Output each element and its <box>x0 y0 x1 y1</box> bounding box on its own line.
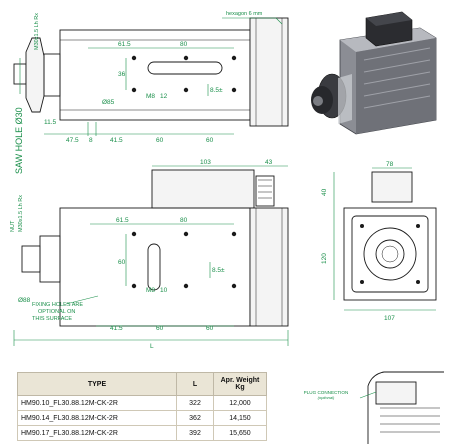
cell-type: HM90.10_FL30.88.12M-CK-2R <box>17 395 177 411</box>
end-frame-outer <box>343 207 437 301</box>
depth-label-side: 10 <box>160 287 168 294</box>
fixing-note-line-1: FIXING HOLES ARE <box>32 302 83 308</box>
dim-8-top: 8 <box>89 137 93 144</box>
connector-end <box>371 171 413 203</box>
nut-body <box>43 53 61 97</box>
dim-80-mid: 80 <box>180 217 188 224</box>
cable-gland <box>255 175 275 207</box>
plug-connection-sketch <box>359 371 444 444</box>
end-frame-inner <box>351 215 429 293</box>
m8-label-side: M8 <box>146 287 155 294</box>
dim-61-5-mid: 61.5 <box>116 217 129 224</box>
dim-60a-top: 60 <box>156 137 164 144</box>
saw-hole-label: SAW HOLE Ø30 <box>14 107 24 174</box>
thread-label-side: M30x1.5 Lh Rx <box>18 195 24 232</box>
cell-l: 322 <box>176 395 214 411</box>
slot-side <box>147 243 161 291</box>
dim-8-5-top: 8.5± <box>210 87 223 94</box>
overall-length-label: L <box>150 343 154 350</box>
connector-box <box>151 169 255 209</box>
m8-label-top: M8 <box>146 93 155 100</box>
nut-side <box>21 245 41 273</box>
diameter-88-label: Ø88 <box>18 297 31 304</box>
cell-weight: 14,150 <box>213 410 267 426</box>
col-type-header: TYPE <box>17 372 177 396</box>
plug-optional-text: (optional) <box>317 394 335 400</box>
spindle-3d-render <box>311 11 437 135</box>
spindle-body-top <box>59 29 251 121</box>
diameter-85-label: Ø85 <box>102 99 115 106</box>
plug-connection-text: PLUG CONNECTION <box>303 390 349 395</box>
fixing-note-line-3: THIS SURFACE <box>32 316 72 322</box>
cell-l: 392 <box>176 425 214 441</box>
dim-11-5-top: 11.5 <box>44 119 57 126</box>
cell-type: HM90.17_FL30.88.12M-CK-2R <box>17 425 177 441</box>
plug-connection-label: PLUG CONNECTION (optional) <box>292 390 360 400</box>
dim-78: 78 <box>386 161 394 168</box>
dim-60b-mid: 60 <box>206 325 214 332</box>
dim-60a-mid: 60 <box>156 325 164 332</box>
depth-label-top: 12 <box>160 93 168 100</box>
dim-40: 40 <box>321 188 328 196</box>
table-row: HM90.17_FL30.88.12M-CK-2R 392 15,650 <box>17 425 267 441</box>
table-row: HM90.10_FL30.88.12M-CK-2R 322 12,000 <box>17 395 267 411</box>
nose-side <box>39 235 61 283</box>
table-header-row: TYPE L Apr. Weight Kg <box>17 372 267 396</box>
rear-section-side <box>249 207 289 327</box>
thread-label-top: M30x1.5 Lh Rx <box>34 13 40 50</box>
dim-61-5-top: 61.5 <box>118 41 131 48</box>
dim-80-top: 80 <box>180 41 188 48</box>
cell-weight: 12,000 <box>213 395 267 411</box>
side-view <box>13 165 289 346</box>
end-bore-outer <box>363 227 417 281</box>
fixing-note-line-2: OPTIONAL ON <box>38 309 75 315</box>
dim-120: 120 <box>321 253 328 264</box>
dim-43: 43 <box>265 159 273 166</box>
dim-41-5-top: 41.5 <box>110 137 123 144</box>
nut-label: NUT <box>10 220 16 232</box>
dim-60b-top: 60 <box>206 137 214 144</box>
dim-47-5-top: 47.5 <box>66 137 79 144</box>
dim-60-vertical: 60 <box>118 259 126 266</box>
dim-103: 103 <box>200 159 211 166</box>
models-table: TYPE L Apr. Weight Kg HM90.10_FL30.88.12… <box>17 372 267 441</box>
plug-box <box>375 381 417 405</box>
top-view <box>13 17 289 136</box>
plug-outline <box>367 371 444 444</box>
rear-section-top <box>249 17 289 127</box>
dim-36-top: 36 <box>118 71 126 78</box>
end-bore-inner <box>375 239 405 269</box>
dim-8-5-mid: 8.5± <box>212 267 225 274</box>
weight-header-line-2: Kg <box>235 384 245 391</box>
cell-weight: 15,650 <box>213 425 267 441</box>
hexagon-label: hexagon 6 mm <box>226 11 263 17</box>
dim-41-5-mid: 41.5 <box>110 325 123 332</box>
col-weight-header: Apr. Weight Kg <box>213 372 267 396</box>
end-view <box>333 167 437 311</box>
cell-l: 362 <box>176 410 214 426</box>
weight-header-line-1: Apr. Weight <box>220 377 260 384</box>
col-l-header: L <box>176 372 214 396</box>
cell-type: HM90.14_FL30.88.12M-CK-2R <box>17 410 177 426</box>
slot-top <box>147 61 223 75</box>
table-row: HM90.14_FL30.88.12M-CK-2R 362 14,150 <box>17 410 267 426</box>
dim-107: 107 <box>384 315 395 322</box>
